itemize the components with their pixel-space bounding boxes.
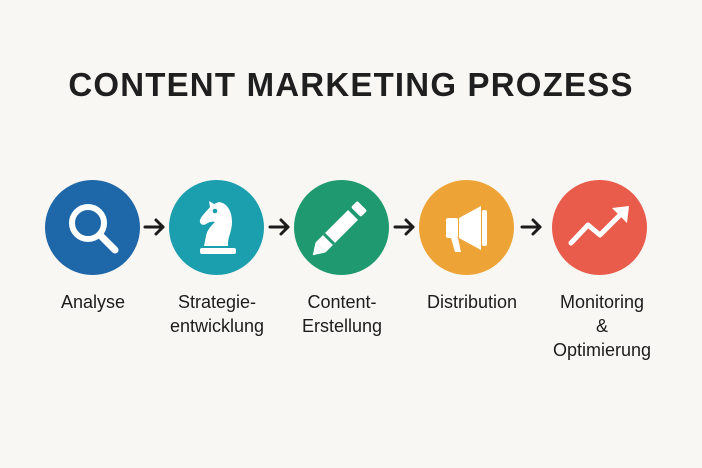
arrow-icon	[393, 216, 417, 238]
step-distribution-circle	[419, 180, 514, 275]
step-label-analyse: Analyse	[60, 292, 126, 312]
arrow-icon	[143, 216, 167, 238]
arrow-icon	[520, 216, 544, 238]
diagram-title: CONTENT MARKETING PROZESS	[68, 66, 634, 103]
megaphone-icon	[446, 206, 487, 252]
chess-knight-icon	[199, 201, 236, 254]
step-label-strategie: Strategie- entwicklung	[169, 292, 265, 336]
step-strategie-circle	[169, 180, 264, 275]
step-label-monitoring: Monitoring & Optimierung	[552, 292, 652, 360]
arrow-icon	[268, 216, 292, 238]
trend-up-icon	[568, 206, 629, 246]
step-monitoring-circle	[552, 180, 647, 275]
pencil-icon	[312, 201, 367, 256]
step-label-distribution: Distribution	[426, 292, 518, 312]
step-content-circle	[294, 180, 389, 275]
magnifier-icon	[69, 204, 119, 254]
step-label-content: Content- Erstellung	[301, 292, 383, 336]
step-analyse-circle	[45, 180, 140, 275]
